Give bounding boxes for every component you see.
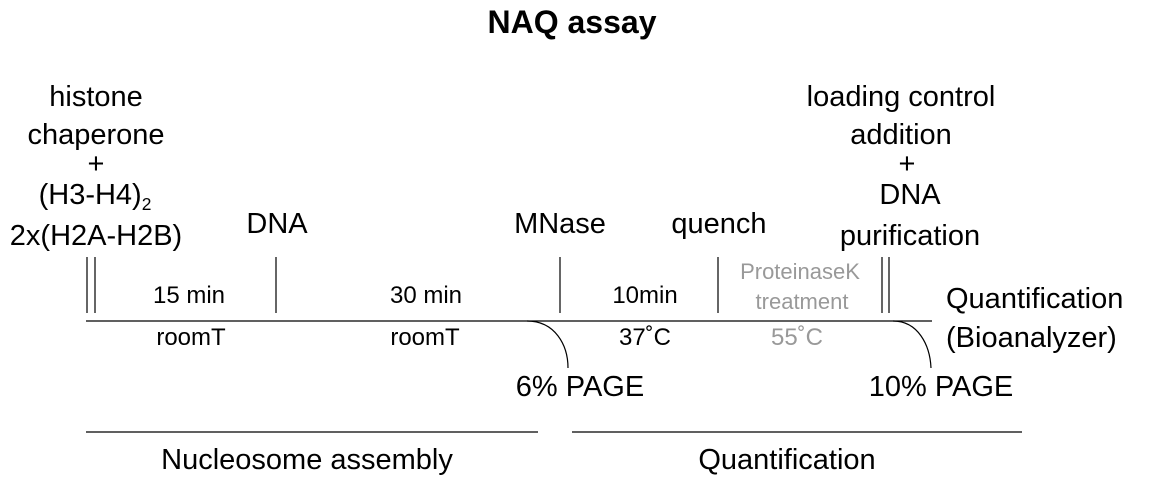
step-mnase: MNase	[514, 208, 606, 240]
step-h3h4: (H3-H4)2	[38, 179, 152, 213]
final-quantification: Quantification	[946, 283, 1124, 315]
branch-curve-6pct	[526, 320, 569, 369]
final-bioanalyzer: (Bioanalyzer)	[946, 322, 1117, 354]
step-h3h4-subscript: 2	[141, 194, 152, 215]
duration-10min: 10min	[612, 282, 678, 309]
step-loading-line3: DNA	[879, 179, 941, 211]
step-dna: DNA	[246, 208, 308, 240]
step-histone-plus: +	[87, 148, 105, 180]
phase-nucleosome-assembly: Nucleosome assembly	[161, 444, 453, 476]
temp-55c: 55˚C	[770, 324, 824, 351]
step-h3h4-text: (H3-H4)	[38, 179, 142, 211]
step-h2a-h2b: 2x(H2A-H2B)	[9, 220, 183, 252]
step-histone-line2: chaperone	[27, 119, 165, 151]
gel-10pct-page: 10% PAGE	[868, 371, 1014, 403]
duration-30min: 30 min	[389, 282, 463, 309]
duration-15min: 15 min	[152, 282, 226, 309]
page-title: NAQ assay	[487, 4, 657, 40]
temp-roomt-1: roomT	[156, 324, 226, 351]
temp-37c: 37˚C	[618, 324, 672, 351]
step-loading-line1: loading control	[806, 81, 996, 113]
step-loading-line4: purification	[839, 220, 981, 252]
step-loading-plus: +	[898, 148, 916, 180]
step-quench: quench	[671, 208, 767, 240]
branch-curve-10pct	[892, 320, 932, 369]
gel-6pct-page: 6% PAGE	[515, 371, 645, 403]
step-histone-line1: histone	[49, 81, 143, 113]
temp-roomt-2: roomT	[390, 324, 460, 351]
phase-quantification: Quantification	[698, 444, 876, 476]
proteinasek-line1: ProteinaseK	[740, 259, 860, 284]
step-loading-line2: addition	[850, 119, 952, 151]
proteinasek-line2: treatment	[755, 289, 849, 314]
